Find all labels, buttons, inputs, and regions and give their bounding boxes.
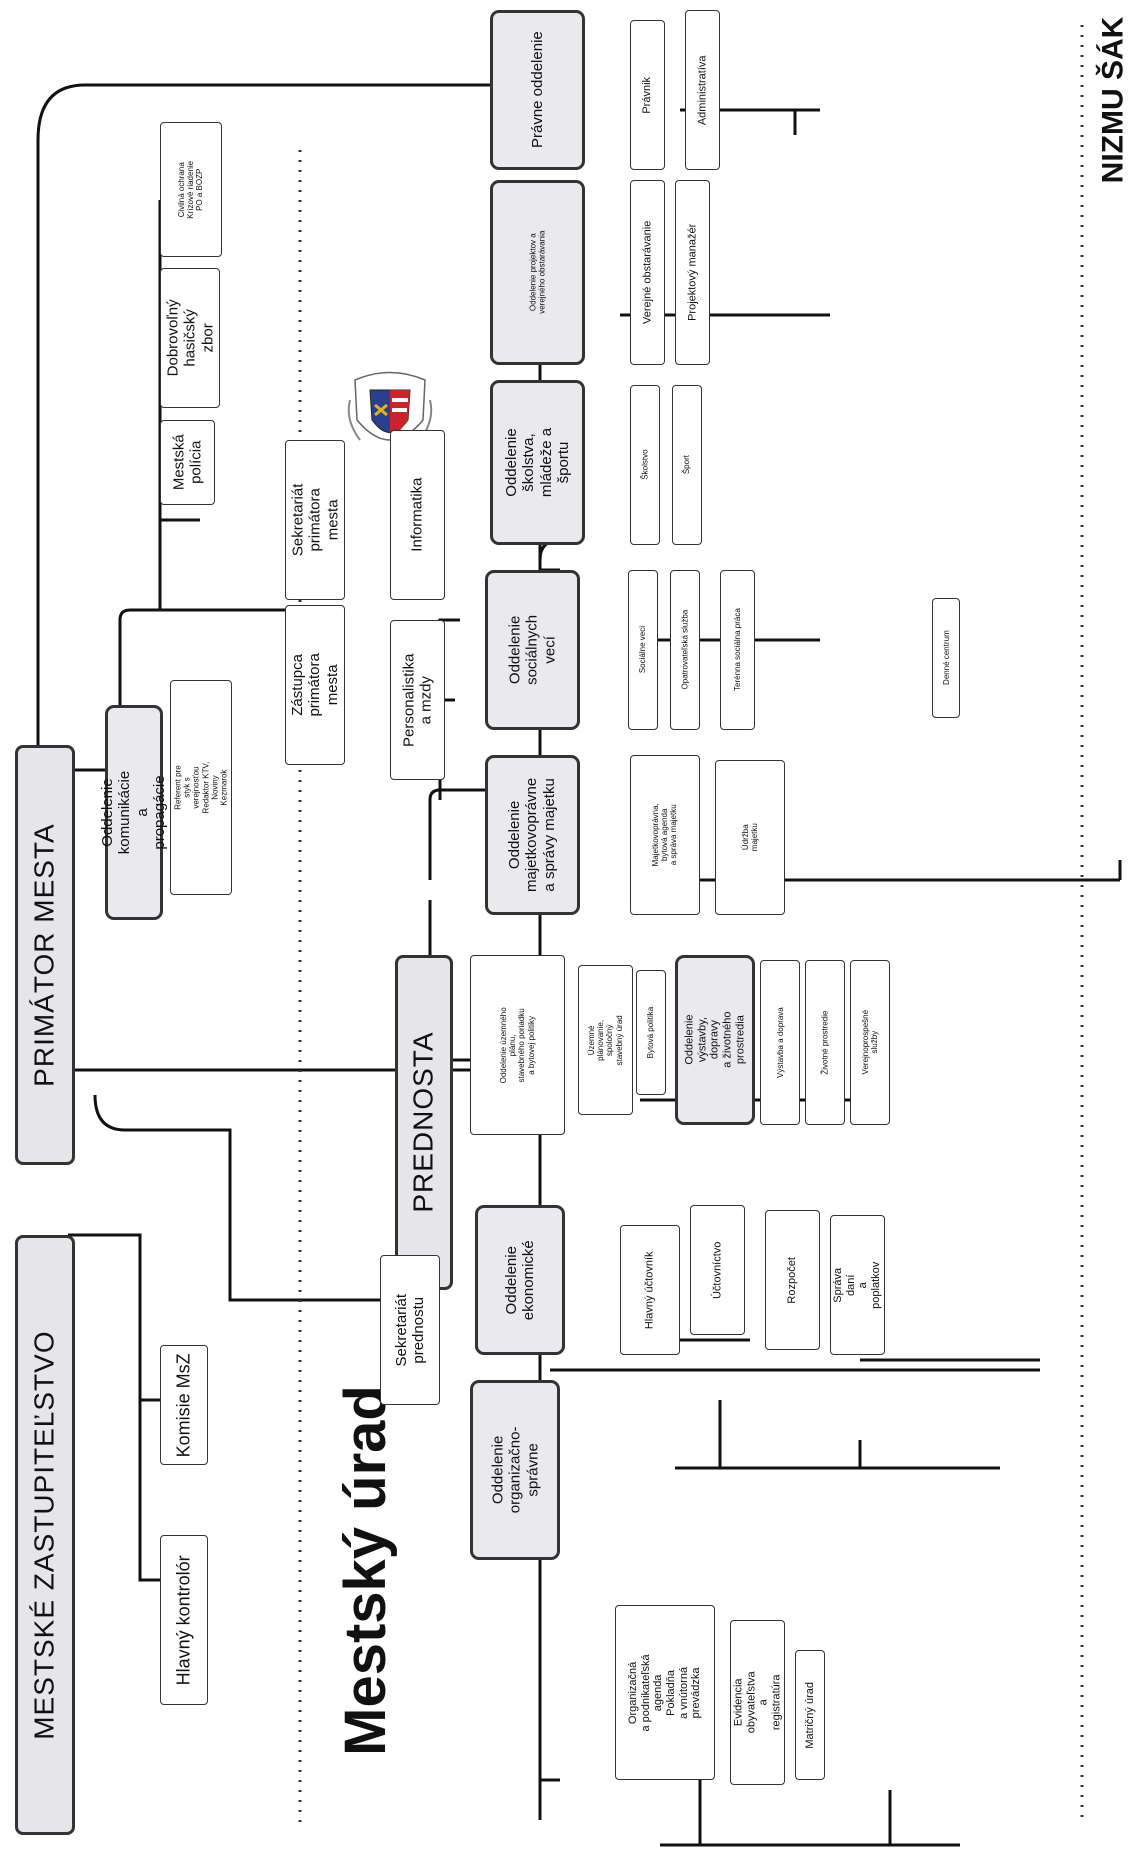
verejnoprospesne-label: Verejnoprospešné služby [860, 1010, 879, 1075]
odd-uzemneho-label: Oddelenie územného plánu, stavebného por… [499, 1006, 536, 1084]
odd-projektov-box[interactable]: Oddelenie projektov a verejného obstaráv… [490, 180, 585, 365]
uctovnictvo-box[interactable]: Účtovníctvo [690, 1205, 745, 1335]
sekretariat-primatora-label: Sekretariát primátora mesta [289, 483, 341, 557]
title-fragment: NIZMU ŠÁK [1096, 16, 1129, 184]
administrativa-box[interactable]: Administratíva [685, 10, 720, 170]
odd-projektov-label: Oddelenie projektov a verejného obstaráv… [528, 230, 547, 315]
referent-box[interactable]: Referent pre styk s verejnosťou Redaktor… [170, 680, 232, 895]
odd-organizacne-label: Oddelenie organizačno-správne [489, 1426, 541, 1514]
odd-skolstva-label: Oddelenie školstva, mládeže a športu [503, 427, 572, 498]
udrzba-label: Údržba majetku [740, 823, 759, 852]
section-title: Mestský úrad [332, 1384, 398, 1756]
hasicsky-zbor-box[interactable]: Dobrovoľný hasičský zbor [160, 268, 220, 408]
sekretariat-prednostu-label: Sekretariát prednostu [392, 1293, 428, 1367]
verejne-obstaravanie-label: Verejné obstarávanie [641, 220, 654, 325]
rozpocet-box[interactable]: Rozpočet [765, 1210, 820, 1350]
odd-majetkovo-box[interactable]: Oddelenie majetkovoprávne a správy majet… [485, 755, 580, 915]
pravne-oddelenie-box[interactable]: Právne oddelenie [490, 10, 585, 170]
odd-vystavby-box[interactable]: Oddelenie výstavby, dopravy a životného … [675, 955, 755, 1125]
vystavba-doprava-label: Výstavba a doprava [775, 1007, 785, 1078]
primator-label: PRIMÁTOR MESTA [28, 823, 60, 1087]
socialne-veci-label: Sociálne veci [638, 626, 648, 674]
sekretariat-primatora-box[interactable]: Sekretariát primátora mesta [285, 440, 345, 600]
pravnik-box[interactable]: Právnik [630, 20, 665, 170]
odd-uzemneho-box[interactable]: Oddelenie územného plánu, stavebného por… [470, 955, 565, 1135]
mestska-policia-box[interactable]: Mestská polícia [160, 420, 215, 505]
udrzba-box[interactable]: Údržba majetku [715, 760, 785, 915]
civilna-ochrana-box[interactable]: Civilná ochrana Krízové riadenie PO a BO… [160, 122, 222, 257]
zivotne-prostredie-label: Životné prostredie [820, 1010, 830, 1075]
denne-centrum-label: Denné centrum [941, 630, 951, 686]
denne-centrum-box[interactable]: Denné centrum [932, 598, 960, 718]
personalistika-label: Personalistika a mzdy [400, 653, 435, 747]
opatrovatelska-label: Opatrovateľská služba [680, 610, 690, 690]
city-crest-icon [347, 371, 433, 441]
sport-label: Šport [682, 455, 692, 475]
hlavny-kontrolor-label: Hlavný kontrolór [173, 1554, 194, 1686]
verejnoprospesne-box[interactable]: Verejnoprospešné služby [850, 960, 890, 1125]
uctovnictvo-label: Účtovníctvo [711, 1241, 724, 1299]
terenna-box[interactable]: Terénna sociálna práca [720, 570, 755, 730]
uzemne-planovanie-label: Územné plánovanie, spoločný stavebný úra… [587, 1014, 624, 1066]
hlavny-uctovnik-label: Hlavný účtovník [643, 1251, 656, 1329]
odd-organizacne-box[interactable]: Oddelenie organizačno-správne [470, 1380, 560, 1560]
opatrovatelska-box[interactable]: Opatrovateľská služba [670, 570, 700, 730]
pravnik-label: Právnik [641, 76, 654, 114]
sekretariat-prednostu-box[interactable]: Sekretariát prednostu [380, 1255, 440, 1405]
sprava-dani-box[interactable]: Správa daní a poplatkov [830, 1215, 885, 1355]
skolstvo-box[interactable]: Školstvo [630, 385, 660, 545]
socialne-veci-box[interactable]: Sociálne veci [628, 570, 658, 730]
organizacna-agenda-box[interactable]: Organizačná a podnikateľská agenda Pokla… [615, 1605, 715, 1780]
administrativa-label: Administratíva [696, 55, 709, 125]
komisie-label: Komisie MsZ [173, 1352, 194, 1458]
odd-vystavby-label: Oddelenie výstavby, dopravy a životného … [683, 1011, 746, 1069]
sport-box[interactable]: Šport [672, 385, 702, 545]
odd-socialnych-label: Oddelenie sociálnych vecí [506, 614, 559, 686]
uzemne-planovanie-box[interactable]: Územné plánovanie, spoločný stavebný úra… [578, 965, 633, 1115]
matricny-label: Matričný úrad [803, 1681, 816, 1749]
odd-skolstva-box[interactable]: Oddelenie školstva, mládeže a športu [490, 380, 585, 545]
sprava-dani-label: Správa daní a poplatkov [832, 1261, 883, 1309]
organizacna-agenda-label: Organizačná a podnikateľská agenda Pokla… [627, 1653, 703, 1732]
mestska-policia-label: Mestská polícia [170, 434, 205, 491]
prednosta-label: PREDNOSTA [407, 1031, 439, 1214]
evidencia-label: Evidencia obyvateľstva a registratúra [732, 1671, 783, 1734]
zastupca-box[interactable]: Zástupca primátora mesta [285, 605, 345, 765]
majetkovopravna-box[interactable]: Majetkovoprávna, bytová agenda a správa … [630, 755, 700, 915]
odd-ekonomicke-label: Oddelenie ekonomické [502, 1239, 537, 1321]
hasicsky-zbor-label: Dobrovoľný hasičský zbor [164, 299, 216, 377]
verejne-obstaravanie-box[interactable]: Verejné obstarávanie [630, 180, 665, 365]
odd-ekonomicke-box[interactable]: Oddelenie ekonomické [475, 1205, 565, 1355]
hlavny-uctovnik-box[interactable]: Hlavný účtovník [620, 1225, 680, 1355]
matricny-box[interactable]: Matričný úrad [795, 1650, 825, 1780]
bytova-politika-box[interactable]: Bytová politika [636, 970, 666, 1095]
skolstvo-label: Školstvo [640, 449, 650, 481]
zastupca-label: Zástupca primátora mesta [289, 653, 341, 717]
civilna-ochrana-label: Civilná ochrana Krízové riadenie PO a BO… [177, 160, 205, 219]
vystavba-doprava-box[interactable]: Výstavba a doprava [760, 960, 800, 1125]
majetkovopravna-label: Majetkovoprávna, bytová agenda a správa … [651, 803, 679, 867]
prednosta-box[interactable]: PREDNOSTA [395, 955, 453, 1290]
primator-box[interactable]: PRIMÁTOR MESTA [15, 745, 75, 1165]
komisie-box[interactable]: Komisie MsZ [160, 1345, 208, 1465]
odd-socialnych-box[interactable]: Oddelenie sociálnych vecí [485, 570, 580, 730]
personalistika-box[interactable]: Personalistika a mzdy [390, 620, 445, 780]
referent-label: Referent pre styk s verejnosťou Redaktor… [173, 761, 229, 814]
zivotne-prostredie-box[interactable]: Životné prostredie [805, 960, 845, 1125]
rozpocet-label: Rozpočet [786, 1256, 799, 1304]
pravne-oddelenie-label: Právne oddelenie [528, 31, 546, 149]
odd-komunikacie-box[interactable]: Oddelenie komunikácie a propagácie [100, 705, 168, 920]
terenna-label: Terénna sociálna práca [732, 608, 742, 692]
projektovy-manazer-label: Projektový manažér [686, 223, 699, 322]
odd-komunikacie-label: Oddelenie komunikácie a propagácie [99, 770, 169, 855]
mestske-zastupitelstvo-box[interactable]: MESTSKÉ ZASTUPITEĽSTVO [15, 1235, 75, 1835]
projektovy-manazer-box[interactable]: Projektový manažér [675, 180, 710, 365]
hlavny-kontrolor-box[interactable]: Hlavný kontrolór [160, 1535, 208, 1705]
bytova-politika-label: Bytová politika [646, 1006, 656, 1059]
evidencia-box[interactable]: Evidencia obyvateľstva a registratúra [730, 1620, 785, 1785]
mestske-zastupitelstvo-label: MESTSKÉ ZASTUPITEĽSTVO [28, 1330, 60, 1740]
informatika-box[interactable]: Informatika [390, 430, 445, 600]
odd-majetkovo-label: Oddelenie majetkovoprávne a správy majet… [506, 777, 559, 893]
informatika-label: Informatika [408, 477, 426, 553]
